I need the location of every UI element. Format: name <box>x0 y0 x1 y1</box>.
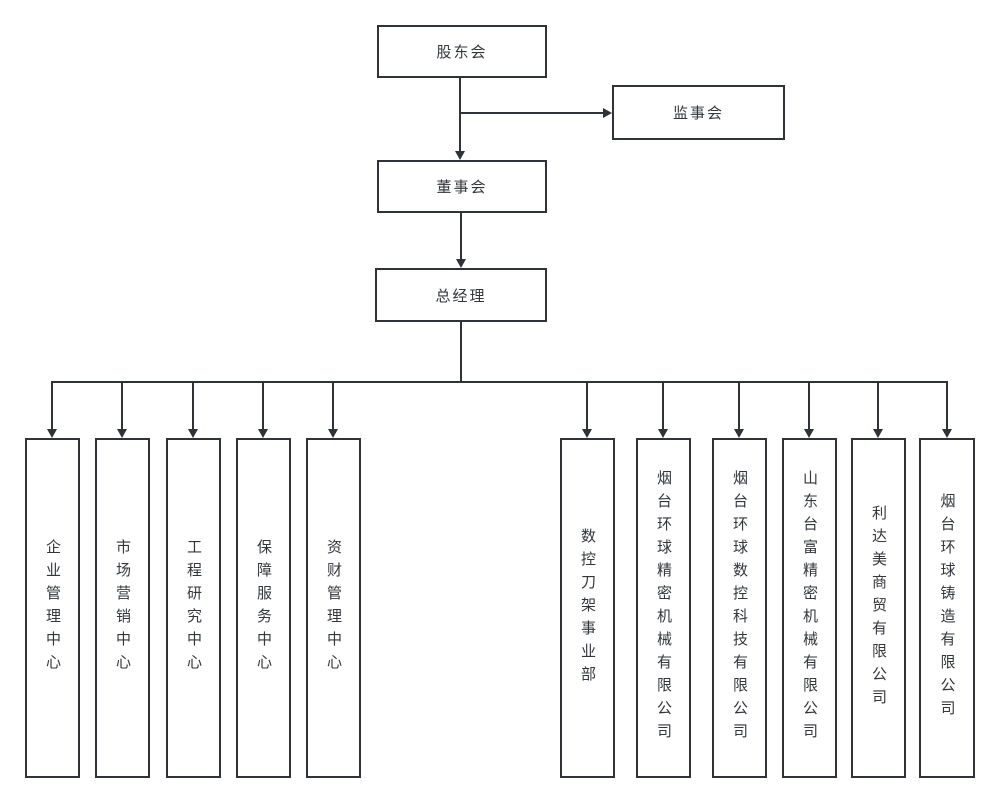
connector-drop-11 <box>946 381 948 430</box>
arrowhead-drop-4-icon <box>258 429 268 438</box>
connector-drop-9 <box>808 381 810 430</box>
connector-drop-6 <box>586 381 588 430</box>
node-yantai-global-casting: 烟台环球铸造有限公司 <box>919 438 975 778</box>
node-board-of-directors: 董事会 <box>377 160 547 213</box>
node-enterprise-management-center: 企业管理中心 <box>25 438 80 778</box>
arrowhead-drop-2-icon <box>117 429 127 438</box>
connector-drop-1 <box>51 381 53 430</box>
connector-board-gm <box>460 213 462 260</box>
arrowhead-to-supervisory-icon <box>603 108 612 118</box>
arrowhead-drop-3-icon <box>188 429 198 438</box>
connector-gm-rail <box>460 322 462 383</box>
arrowhead-to-board-icon <box>455 151 465 160</box>
arrowhead-drop-9-icon <box>804 429 814 438</box>
connector-shareholders-board <box>459 78 461 152</box>
arrowhead-drop-8-icon <box>734 429 744 438</box>
node-lidamei-trading: 利达美商贸有限公司 <box>851 438 906 778</box>
node-yantai-global-precision-machinery: 烟台环球精密机械有限公司 <box>636 438 691 778</box>
node-finance-management-center: 资财管理中心 <box>306 438 361 778</box>
node-shandong-taifu-precision-machinery: 山东台富精密机械有限公司 <box>782 438 837 778</box>
connector-drop-8 <box>738 381 740 430</box>
connector-shareholders-supervisory <box>459 112 604 114</box>
arrowhead-to-gm-icon <box>456 259 466 268</box>
connector-drop-2 <box>121 381 123 430</box>
arrowhead-drop-11-icon <box>942 429 952 438</box>
connector-drop-4 <box>262 381 264 430</box>
arrowhead-drop-10-icon <box>873 429 883 438</box>
arrowhead-drop-6-icon <box>582 429 592 438</box>
arrowhead-drop-7-icon <box>658 429 668 438</box>
connector-drop-7 <box>662 381 664 430</box>
node-marketing-center: 市场营销中心 <box>95 438 150 778</box>
arrowhead-drop-5-icon <box>328 429 338 438</box>
node-general-manager: 总经理 <box>375 268 547 322</box>
connector-rail <box>51 381 948 383</box>
connector-drop-3 <box>192 381 194 430</box>
arrowhead-drop-1-icon <box>47 429 57 438</box>
node-supervisory-board: 监事会 <box>612 85 785 140</box>
node-support-service-center: 保障服务中心 <box>236 438 291 778</box>
node-cnc-turret-division: 数控刀架事业部 <box>560 438 615 778</box>
node-yantai-global-cnc-technology: 烟台环球数控科技有限公司 <box>712 438 767 778</box>
connector-drop-10 <box>877 381 879 430</box>
connector-drop-5 <box>332 381 334 430</box>
node-shareholders-meeting: 股东会 <box>377 25 547 78</box>
node-engineering-research-center: 工程研究中心 <box>166 438 221 778</box>
